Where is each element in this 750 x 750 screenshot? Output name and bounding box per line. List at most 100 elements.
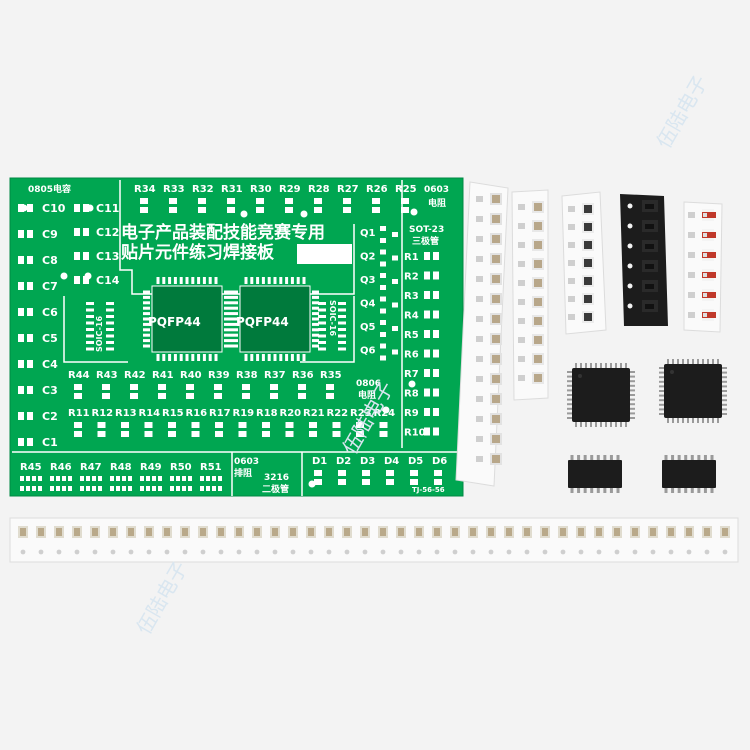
resistor-label: R11 (68, 408, 90, 419)
capacitor-footprint (18, 438, 33, 446)
resistor-label: R26 (366, 184, 388, 195)
tape-strip-3 (561, 191, 607, 335)
pqfp44-left-label: PQFP44 (148, 315, 201, 329)
resistor-label: R33 (163, 184, 185, 195)
capacitor-header: 0805电容 (28, 183, 71, 195)
resistor-footprint (356, 422, 364, 437)
resistor-label: R7 (404, 369, 419, 380)
resistor-network-footprint (80, 476, 102, 491)
capacitor-footprint (74, 276, 89, 284)
resistor-label: R5 (404, 330, 419, 341)
capacitor-footprint (18, 282, 33, 290)
diode-footprint (410, 470, 418, 485)
title-blank-label (297, 244, 352, 264)
resistor-0806-label: 电阻 (358, 389, 376, 401)
resistor-footprint (270, 384, 278, 399)
resistor-footprint (227, 198, 235, 213)
sot23-footprint (380, 320, 398, 337)
capacitor-label: C14 (96, 274, 120, 287)
resistor-network-footprint (110, 476, 132, 491)
resistor-label: R24 (374, 408, 396, 419)
resistor-label: R37 (264, 370, 286, 381)
resistor-label: R12 (92, 408, 114, 419)
diode-label: D1 (312, 456, 327, 467)
diode-label: D3 (360, 456, 375, 467)
resistor-footprint (168, 422, 176, 437)
resistor-footprint (424, 271, 439, 280)
tape-strip-horizontal (9, 517, 739, 563)
tape-strip-1 (455, 181, 509, 487)
capacitor-footprint (18, 360, 33, 368)
resistor-footprint (343, 198, 351, 213)
resistor-label: R46 (50, 462, 72, 473)
capacitor-label: C10 (42, 202, 66, 215)
capacitor-label: C7 (42, 280, 58, 293)
resistor-footprint (379, 422, 388, 437)
resistor-network-footprint (200, 476, 222, 491)
resistor-footprint (332, 422, 341, 437)
resistor-footprint (401, 198, 409, 213)
resistor-footprint (424, 388, 439, 397)
capacitor-label: C11 (96, 202, 119, 215)
transistor-label: Q6 (360, 346, 376, 357)
transistor-label: Q3 (360, 275, 376, 286)
resistor-footprint (140, 198, 148, 213)
capacitor-label: C2 (42, 410, 58, 423)
resistor-label: R30 (250, 184, 272, 195)
resistor-label: R38 (236, 370, 258, 381)
resistor-label: R4 (404, 311, 419, 322)
resistor-label: R48 (110, 462, 132, 473)
transistor-label: 三极管 (412, 235, 439, 247)
resistor-network-footprint (50, 476, 72, 491)
transistor-header: SOT-23 (409, 225, 444, 235)
resistor-label: R35 (320, 370, 342, 381)
resistor-network-footprint (170, 476, 192, 491)
resistor-footprint (424, 252, 439, 260)
resistor-network-footprint (140, 476, 162, 491)
tape-strip-black-sot23 (620, 194, 668, 326)
resistor-label: R41 (152, 370, 174, 381)
diode-footprint (434, 470, 442, 485)
resistor-label: R28 (308, 184, 330, 195)
pqfp44-footprint-left: PQFP44 (143, 277, 231, 361)
resistor-label: R51 (200, 462, 222, 473)
capacitor-label: C4 (42, 358, 58, 371)
resistor-label: R21 (303, 408, 325, 419)
diode-label: D4 (384, 456, 399, 467)
resistor-label: R39 (208, 370, 230, 381)
capacitor-label: C8 (42, 254, 58, 267)
capacitor-footprint (74, 252, 89, 260)
capacitor-label: C9 (42, 228, 58, 241)
resistor-footprint (144, 422, 153, 437)
resistor-footprint (186, 384, 194, 399)
resistor-label: R27 (337, 184, 359, 195)
board-code: TJ-56-56 (412, 486, 445, 494)
resistor-footprint (74, 384, 82, 399)
resistor-footprint (424, 310, 439, 319)
resistor-footprint (169, 198, 177, 213)
network-header: 0603 (234, 457, 259, 467)
capacitor-footprint (74, 228, 89, 236)
resistor-label: R1 (404, 252, 419, 263)
capacitor-footprint (18, 386, 33, 394)
soic16-footprint-right: SOIC-16 (318, 300, 346, 351)
resistor-label: R42 (124, 370, 146, 381)
resistor-label: R44 (68, 370, 90, 381)
resistor-label: R18 (256, 408, 278, 419)
resistor-label: R3 (404, 291, 419, 302)
soic-chip-2 (662, 455, 716, 493)
resistor-label: R40 (180, 370, 202, 381)
via-dots (20, 204, 418, 488)
resistor-label: R25 (395, 184, 417, 195)
resistor-footprint (214, 384, 222, 399)
resistor-footprint (285, 198, 293, 213)
transistor-label: Q4 (360, 299, 376, 310)
resistor-label: R6 (404, 350, 419, 361)
sot23-footprint (380, 343, 398, 361)
soic-chip-1 (568, 455, 622, 493)
soic16-footprint-left: SOIC-16 (86, 302, 114, 352)
capacitor-label: C3 (42, 384, 58, 397)
resistor-footprint (198, 198, 206, 213)
pqfp44-right-label: PQFP44 (236, 315, 289, 329)
